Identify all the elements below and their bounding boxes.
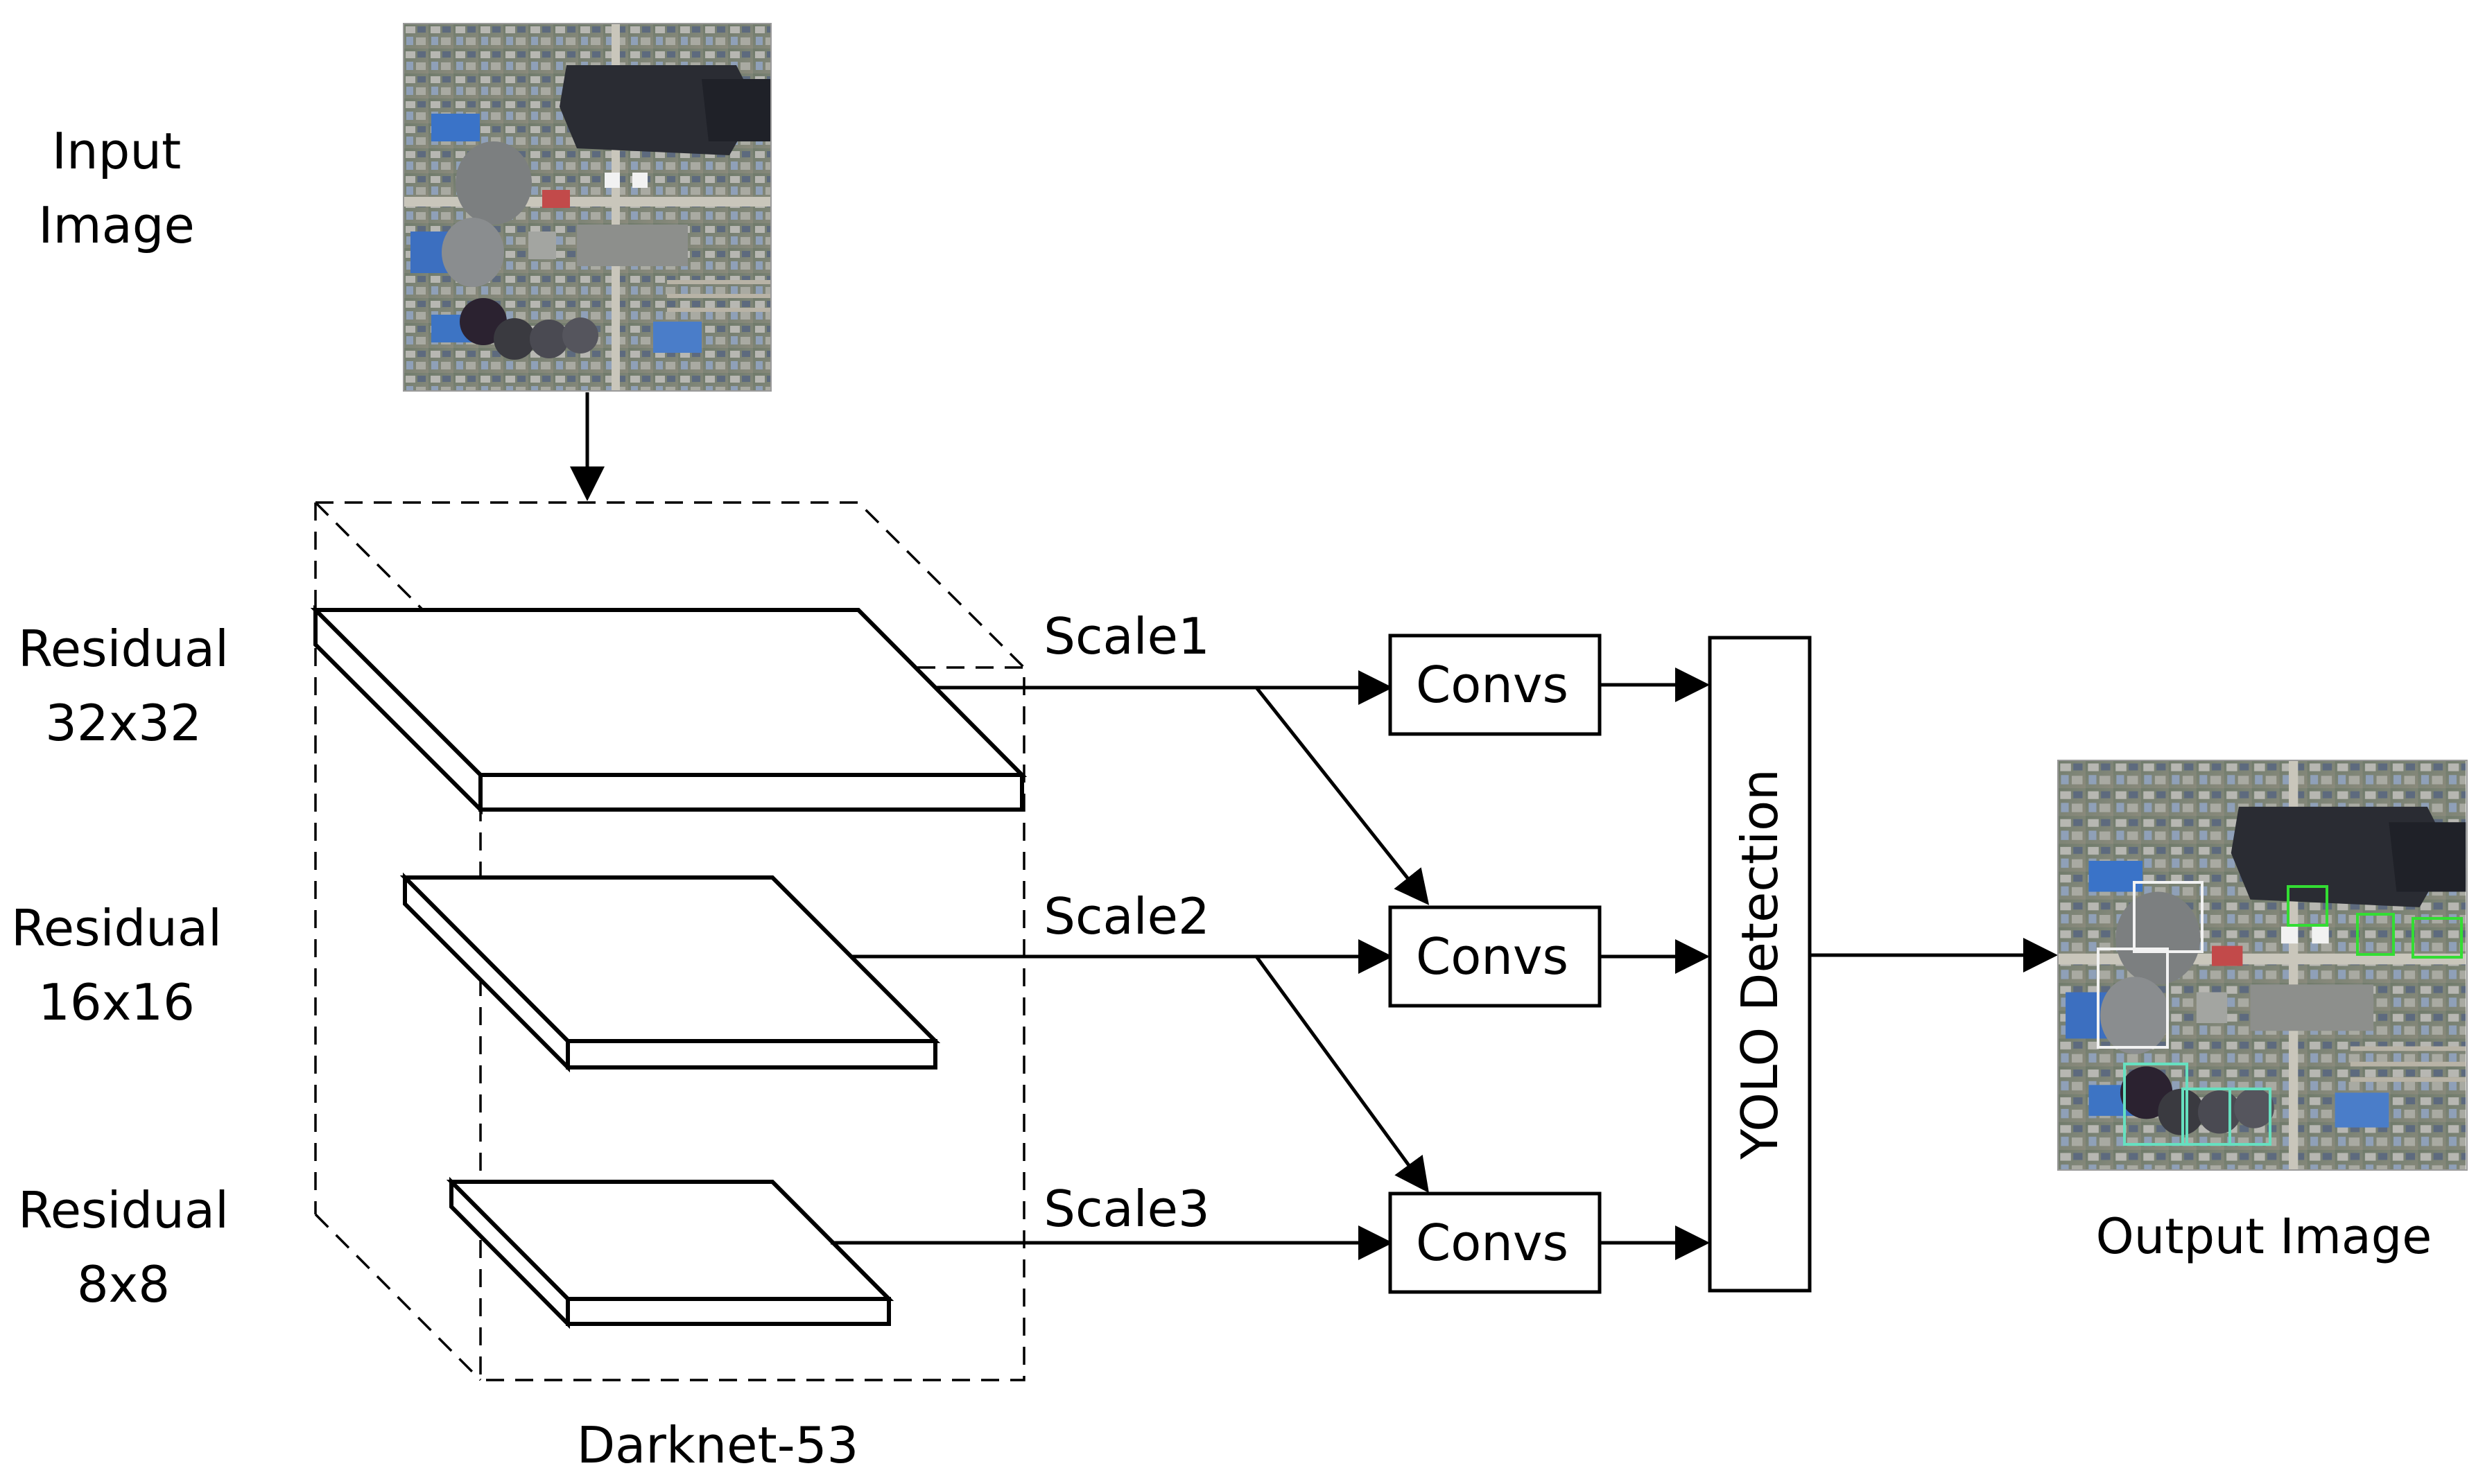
convs-1-label: Convs <box>1416 656 1568 714</box>
yolo-detection-label: YOLO Detection <box>1731 769 1789 1160</box>
residual-32x32-line-2: 32x32 <box>45 694 202 752</box>
residual-slab-32x32 <box>310 604 1028 815</box>
residual-8x8-line-2: 8x8 <box>77 1255 170 1313</box>
residual-32x32-line-1: Residual <box>18 620 229 678</box>
residual-label-8x8: Residual 8x8 <box>18 1181 229 1313</box>
residual-slab-16x16 <box>399 872 941 1073</box>
darknet-label: Darknet-53 <box>577 1416 859 1474</box>
input-image-label: Input Image <box>38 122 195 254</box>
residual-slab-8x8 <box>446 1176 894 1329</box>
satellite-image-with-detections-icon <box>2057 760 2468 1171</box>
scale1-label: Scale1 <box>1044 607 1210 665</box>
scale1-to-convs2-arrow <box>1255 686 1430 905</box>
convs-box-3: Convs <box>1388 1191 1602 1294</box>
residual-label-16x16: Residual 16x16 <box>11 899 222 1031</box>
output-image-label: Output Image <box>2096 1208 2432 1265</box>
convs-box-2: Convs <box>1388 905 1602 1008</box>
scale3-label: Scale3 <box>1044 1180 1210 1238</box>
input-label-line-1: Input <box>52 122 181 180</box>
residual-label-32x32: Residual 32x32 <box>18 620 229 752</box>
satellite-image-icon <box>403 23 772 392</box>
scale2-to-convs3-arrow <box>1254 955 1429 1194</box>
residual-16x16-line-1: Residual <box>11 899 222 957</box>
convs-3-label: Convs <box>1416 1214 1568 1272</box>
convs-2-label: Convs <box>1416 927 1568 986</box>
input-label-line-2: Image <box>38 196 195 254</box>
scale2-label: Scale2 <box>1044 887 1210 945</box>
residual-8x8-line-1: Residual <box>18 1181 229 1239</box>
residual-16x16-line-2: 16x16 <box>38 973 195 1031</box>
convs-box-1: Convs <box>1388 634 1602 736</box>
yolo-detection-box: YOLO Detection <box>1708 636 1812 1293</box>
